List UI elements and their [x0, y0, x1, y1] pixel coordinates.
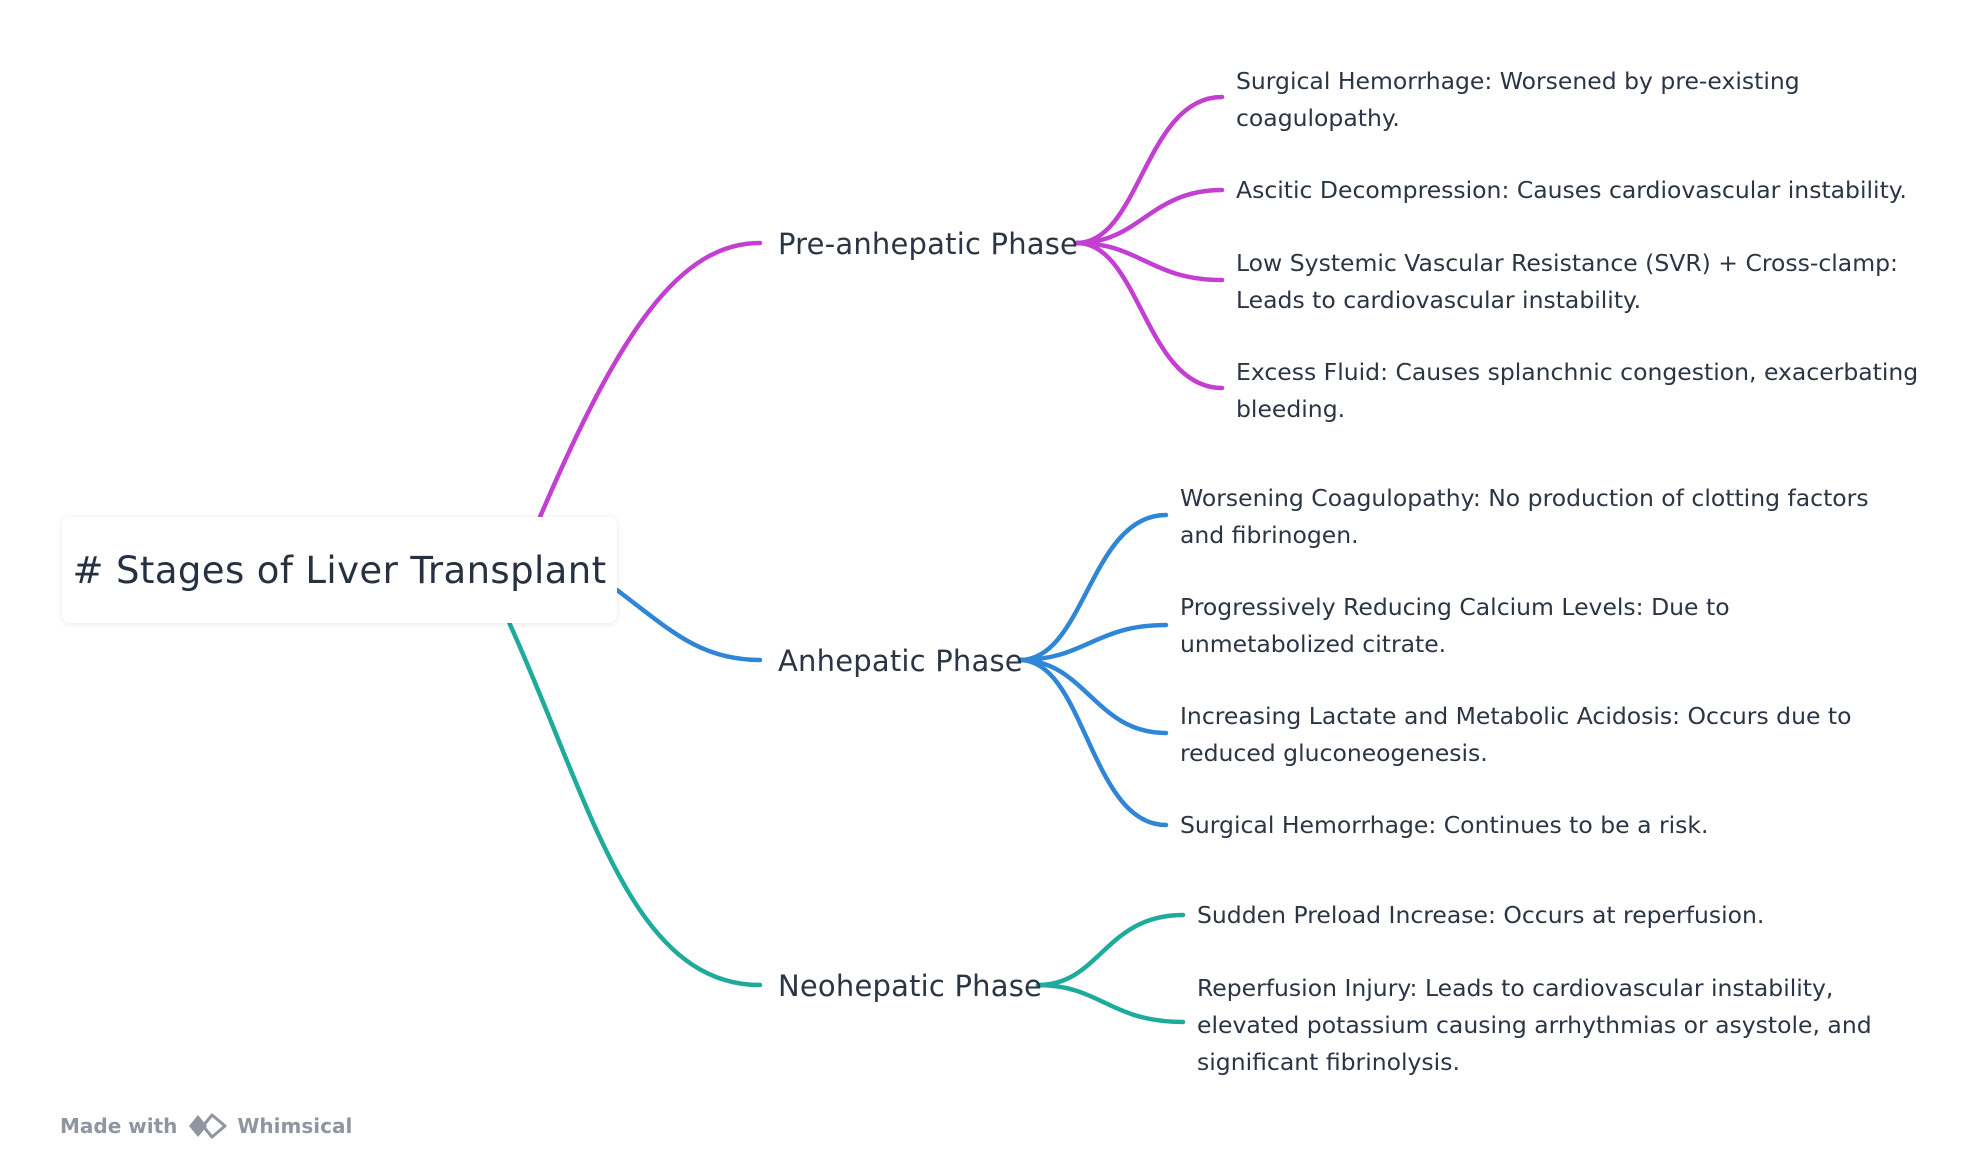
leaf-text: Progressively Reducing Calcium Levels: D… [1180, 593, 1730, 658]
link-anh-1 [1017, 512, 1169, 663]
leaf-text: Worsening Coagulopathy: No production of… [1180, 484, 1869, 549]
root-label: # Stages of Liver Transplant [72, 548, 607, 592]
link-pre-1 [1074, 94, 1225, 246]
link-root-anhepatic [614, 587, 763, 663]
phase-anhepatic[interactable]: Anhepatic Phase [778, 643, 1023, 679]
phase-neohepatic[interactable]: Neohepatic Phase [778, 968, 1042, 1004]
leaf-anh-lactate[interactable]: Increasing Lactate and Metabolic Acidosi… [1180, 698, 1880, 772]
made-with-whimsical-badge[interactable]: Made with Whimsical [60, 1108, 352, 1144]
leaf-pre-surgical-hemorrhage[interactable]: Surgical Hemorrhage: Worsened by pre-exi… [1236, 63, 1826, 137]
link-root-pre [537, 240, 763, 520]
brand-name: Whimsical [237, 1114, 353, 1138]
leaf-neo-reperfusion[interactable]: Reperfusion Injury: Leads to cardiovascu… [1197, 970, 1897, 1081]
phase-label: Neohepatic Phase [778, 969, 1043, 1003]
whimsical-logo-icon [189, 1113, 227, 1139]
leaf-text: Surgical Hemorrhage: Continues to be a r… [1180, 811, 1709, 839]
leaf-anh-calcium[interactable]: Progressively Reducing Calcium Levels: D… [1180, 589, 1780, 663]
leaf-text: Reperfusion Injury: Leads to cardiovascu… [1197, 974, 1872, 1076]
root-node[interactable]: # Stages of Liver Transplant [62, 517, 617, 623]
link-anh-4 [1017, 657, 1169, 828]
phase-label: Pre-anhepatic Phase [778, 227, 1079, 261]
leaf-anh-surgical-hemorrhage[interactable]: Surgical Hemorrhage: Continues to be a r… [1180, 807, 1900, 844]
link-anh-2 [1017, 622, 1169, 663]
phase-pre-anhepatic[interactable]: Pre-anhepatic Phase [778, 226, 1078, 262]
link-root-neohepatic [505, 617, 763, 988]
leaf-text: Surgical Hemorrhage: Worsened by pre-exi… [1236, 67, 1800, 132]
link-pre-3 [1074, 240, 1225, 283]
leaf-pre-ascitic-decompression[interactable]: Ascitic Decompression: Causes cardiovasc… [1236, 172, 1956, 209]
link-neo-2 [1035, 982, 1186, 1025]
link-pre-2 [1074, 187, 1225, 246]
leaf-text: Sudden Preload Increase: Occurs at reper… [1197, 901, 1765, 929]
phase-label: Anhepatic Phase [778, 644, 1023, 678]
leaf-pre-excess-fluid[interactable]: Excess Fluid: Causes splanchnic congesti… [1236, 354, 1936, 428]
leaf-pre-low-svr[interactable]: Low Systemic Vascular Resistance (SVR) +… [1236, 245, 1926, 319]
link-pre-4 [1074, 240, 1225, 391]
leaf-text: Increasing Lactate and Metabolic Acidosi… [1180, 702, 1852, 767]
link-anh-3 [1017, 657, 1169, 736]
leaf-text: Ascitic Decompression: Causes cardiovasc… [1236, 176, 1907, 204]
leaf-text: Low Systemic Vascular Resistance (SVR) +… [1236, 249, 1898, 314]
leaf-anh-coagulopathy[interactable]: Worsening Coagulopathy: No production of… [1180, 480, 1880, 554]
leaf-text: Excess Fluid: Causes splanchnic congesti… [1236, 358, 1919, 423]
leaf-neo-preload[interactable]: Sudden Preload Increase: Occurs at reper… [1197, 897, 1917, 934]
link-neo-1 [1035, 912, 1186, 988]
made-with-label: Made with [60, 1114, 178, 1138]
